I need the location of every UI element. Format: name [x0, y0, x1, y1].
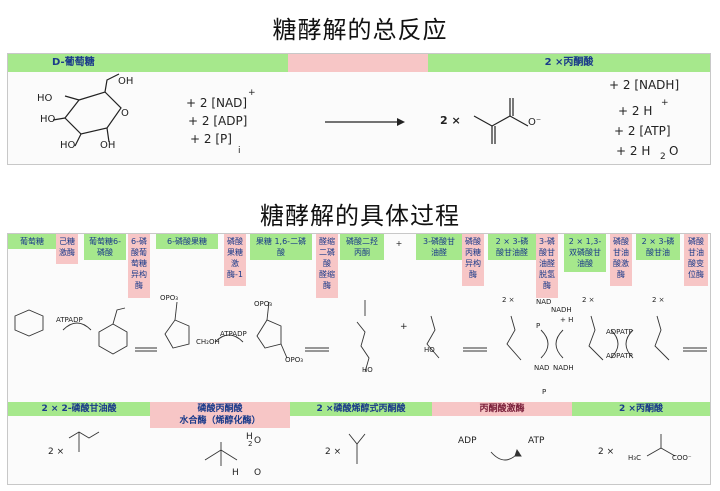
- cell-glucose: 葡萄糖: [8, 234, 56, 249]
- cell-3pg: 2 × 3-磷 酸甘油: [636, 234, 680, 260]
- glucose-ho-2: HO: [40, 114, 56, 125]
- cell-aldolase: 醛缩 二磷 酸 醛缩 酶: [316, 234, 338, 298]
- bottom-h2o-1-sub: 2: [248, 440, 253, 448]
- label-nadh-1: NADH: [551, 306, 572, 314]
- bottom-coef-1: 2 ×: [48, 447, 65, 457]
- cell-hexokinase: 己糖 激酶: [56, 234, 78, 264]
- bottom-h2o-2: H: [232, 468, 239, 478]
- cell-pfk1: 磷酸 果糖 激 酶-1: [224, 234, 246, 286]
- bottom-cell-pyruvate-kinase: 丙酮酸激酶: [432, 402, 572, 416]
- glucose-oh-1: OH: [100, 140, 116, 151]
- glucose-ring-o: O: [121, 108, 129, 119]
- label-coef-1: 2 ×: [502, 296, 515, 304]
- cell-gapdh: 3-磷 酸甘 油醛 脱氢 酶: [536, 234, 558, 298]
- cell-plus: +: [395, 239, 403, 248]
- label-nad-1: NAD: [536, 298, 552, 306]
- bottom-adp: ADP: [458, 436, 477, 446]
- bottom-cell-enolase: 磷酸丙酮酸 水合酶（烯醇化酶）: [150, 402, 290, 428]
- reactant-pi: + 2 [P]: [190, 132, 232, 146]
- bottom-cell-pyruvate: 2 ×丙酮酸: [572, 402, 710, 416]
- bottom-cell-2pg: 2 × 2-磷酸甘油酸: [8, 402, 150, 416]
- label-h-plus: + H: [560, 316, 574, 324]
- bottom-coo: COO⁻: [672, 454, 692, 462]
- bottom-cell-pep-label: 2 ×磷酸烯醇式丙酮酸: [316, 404, 406, 414]
- cell-g6p: 葡萄糖6- 磷酸: [84, 234, 126, 260]
- label-coef-2: 2 ×: [582, 296, 595, 304]
- glucose-header-label: D-葡萄糖: [52, 57, 95, 68]
- glucose-structure: [52, 73, 122, 147]
- bottom-h2o-2-o: O: [254, 468, 262, 478]
- label-plus: +: [400, 322, 408, 332]
- label-ch2oh: CH₂OH: [196, 338, 220, 346]
- bottom-cell-pyruvate-label: 2 ×丙酮酸: [619, 404, 663, 414]
- bottom-structures: [68, 431, 676, 466]
- glucose-ho-3: HO: [60, 140, 76, 151]
- cell-tpi: 磷酸 丙糖 异构 酶: [462, 234, 484, 286]
- cell-13bpg: 2 × 1,3- 双磷酸甘 油酸: [564, 234, 606, 272]
- label-oh: HO: [362, 366, 373, 374]
- product-atp: + 2 [ATP]: [614, 124, 671, 138]
- reactant-pi-subscript: i: [238, 146, 241, 156]
- reactant-nad-charge: +: [248, 88, 256, 98]
- cell-pgm: 磷酸 甘油 酸变 位酶: [684, 234, 708, 286]
- label-opo3-3: OPO₃: [285, 356, 304, 364]
- glucose-ho-1: HO: [37, 93, 53, 104]
- cell-pgk: 磷酸 甘油 酸激 酶: [610, 234, 632, 286]
- bottom-h2o-1: H: [246, 432, 253, 442]
- label-opo3-1: OPO₃: [160, 294, 179, 302]
- middle-header-bar: [288, 54, 428, 72]
- product-water: + 2 H: [616, 144, 651, 158]
- product-nadh: + 2 [NADH]: [609, 78, 680, 92]
- label-coef-3: 2 ×: [652, 296, 665, 304]
- label-adpatp-1: ADPATP: [606, 328, 633, 336]
- bottom-h3c: H₃C: [628, 454, 641, 462]
- cell-f16bp: 果糖 1,6-二磷 酸: [250, 234, 312, 260]
- product-hplus: + 2 H: [618, 104, 653, 118]
- pyruvate-header-bar: 2 ×丙酮酸: [428, 54, 710, 72]
- reactant-adp: + 2 [ADP]: [188, 114, 248, 128]
- product-hplus-charge: +: [661, 98, 669, 108]
- process-panel: [7, 233, 711, 485]
- label-atpadp-1: ATPADP: [56, 316, 83, 324]
- bottom-cell-pyruvate-kinase-label: 丙酮酸激酶: [479, 404, 525, 414]
- label-pi-2: P: [542, 388, 547, 396]
- bottom-cell-2pg-label: 2 × 2-磷酸甘油酸: [41, 404, 117, 414]
- product-water-subscript: 2: [660, 152, 666, 162]
- bottom-atp: ATP: [528, 436, 545, 446]
- cell-pgi: 6-磷 酸葡 萄糖 异构 酶: [128, 234, 150, 298]
- reactant-nad: + 2 [NAD]: [186, 96, 248, 110]
- pyruvate-header-label: 2 ×丙酮酸: [544, 57, 594, 68]
- label-opo3-2: OPO₃: [254, 300, 273, 308]
- label-ho: HO: [424, 346, 435, 354]
- label-adpatp-2: ADPATP: [606, 352, 633, 360]
- bottom-coef-3: 2 ×: [598, 447, 615, 457]
- product-water-oxygen: O: [669, 144, 679, 158]
- label-nad-2: NAD: [534, 364, 550, 372]
- cell-2x-g3p: 2 × 3-磷 酸甘油醛: [488, 234, 536, 260]
- overall-reaction-arrow: [325, 118, 405, 126]
- pyruvate-structure: [473, 98, 529, 144]
- overall-reaction-title: 糖酵解的总反应: [272, 16, 448, 44]
- bottom-cell-pep: 2 ×磷酸烯醇式丙酮酸: [290, 402, 432, 416]
- cell-g3p: 3-磷酸甘 油醛: [416, 234, 462, 260]
- pyruvate-carboxylate: O⁻: [528, 117, 542, 128]
- label-pi-1: P: [536, 322, 541, 330]
- glucose-oh-2: OH: [118, 76, 134, 87]
- label-nadh-2: NADH: [553, 364, 574, 372]
- bottom-h2o-1-o: O: [254, 436, 262, 446]
- bottom-cell-enolase-label: 磷酸丙酮酸 水合酶（烯醇化酶）: [179, 404, 261, 426]
- bottom-coef-2: 2 ×: [325, 447, 342, 457]
- pyruvate-coefficient: 2 ×: [440, 114, 461, 127]
- process-structures: [14, 300, 707, 373]
- glucose-header-bar: D-葡萄糖: [8, 54, 288, 72]
- cell-dhap: 磷酸二羟 丙酮: [340, 234, 384, 260]
- label-atpadp-2: ATPADP: [220, 330, 247, 338]
- process-title: 糖酵解的具体过程: [260, 202, 460, 230]
- cell-f6p: 6-磷酸果糖: [156, 234, 218, 249]
